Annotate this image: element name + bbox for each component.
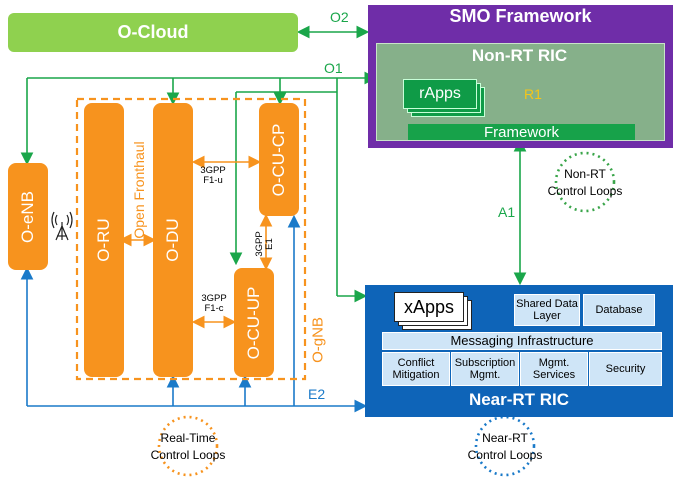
smo-title: SMO Framework — [449, 6, 592, 26]
ognb-label-wrap: O-gNB — [306, 310, 330, 370]
shared-data-layer-box: Shared Data Layer — [514, 294, 580, 326]
nearrt-loop-label: Near-RT Control Loops — [455, 430, 555, 464]
nonrt-ric-title: Non-RT RIC — [471, 46, 568, 65]
ocucp-box: O-CU-CP — [259, 103, 299, 216]
nonrt-loop-icon — [554, 151, 616, 213]
f1c-label-line2: F1-c — [204, 303, 224, 314]
nearrt-ric-title: Near-RT RIC — [468, 390, 570, 409]
f1c-label: 3GPP F1-c — [197, 294, 231, 314]
r1-label: R1 — [524, 86, 542, 102]
ocuup-label: O-CU-UP — [244, 286, 263, 359]
f1u-label-line1: 3GPP — [200, 165, 226, 176]
e2-label: E2 — [308, 386, 326, 402]
oenb-label: O-eNB — [18, 190, 37, 243]
e1-label-line2: E1 — [264, 238, 275, 250]
nearrt-loop-line2: Control Loops — [467, 448, 543, 462]
realtime-loop-icon — [157, 415, 219, 477]
f1c-label-line1: 3GPP — [201, 293, 227, 304]
xapps-box: xApps — [394, 292, 464, 322]
conflict-mitigation-box: Conflict Mitigation — [382, 352, 450, 386]
o2-label: O2 — [330, 9, 349, 25]
f1u-label-line2: F1-u — [203, 175, 223, 186]
subscription-mgmt-box: Subscription Mgmt. — [451, 352, 519, 386]
ocloud-box: O-Cloud — [8, 13, 298, 52]
framework-box: Framework — [408, 124, 635, 141]
messaging-infrastructure-box: Messaging Infrastructure — [382, 332, 662, 350]
security-box: Security — [589, 352, 662, 386]
ognb-boundary — [75, 97, 307, 381]
nonrt-loop-label: Non-RT Control Loops — [535, 166, 635, 200]
mgmt-services-box: Mgmt. Services — [520, 352, 588, 386]
nearrt-loop-icon — [474, 415, 536, 477]
ocuup-box: O-CU-UP — [234, 268, 274, 377]
realtime-loop-label: Real-Time Control Loops — [138, 430, 238, 464]
o1-label: O1 — [324, 60, 343, 76]
ognb-label: O-gNB — [309, 317, 327, 363]
realtime-loop-line2: Control Loops — [150, 448, 226, 462]
oenb-box: O-eNB — [8, 163, 48, 270]
antenna-icon — [51, 211, 73, 241]
odu-box: O-DU — [153, 103, 193, 377]
nonrt-loop-line2: Control Loops — [547, 184, 623, 198]
ocucp-label: O-CU-CP — [269, 123, 288, 196]
nearrt-loop-line1: Near-RT — [482, 431, 528, 445]
fronthaul-label-wrap: Open Fronthaul — [128, 103, 150, 277]
f1u-label: 3GPP F1-u — [196, 166, 230, 186]
rapps-box: rApps — [403, 79, 477, 109]
oru-label: O-RU — [94, 218, 113, 262]
ocloud-label: O-Cloud — [117, 22, 189, 42]
realtime-loop-line1: Real-Time — [160, 431, 216, 445]
odu-label: O-DU — [163, 218, 182, 262]
database-box: Database — [583, 294, 655, 326]
nonrt-loop-line1: Non-RT — [564, 167, 606, 181]
open-fronthaul-label: Open Fronthaul — [131, 141, 147, 239]
oru-box: O-RU — [84, 103, 124, 377]
a1-label: A1 — [498, 204, 516, 220]
